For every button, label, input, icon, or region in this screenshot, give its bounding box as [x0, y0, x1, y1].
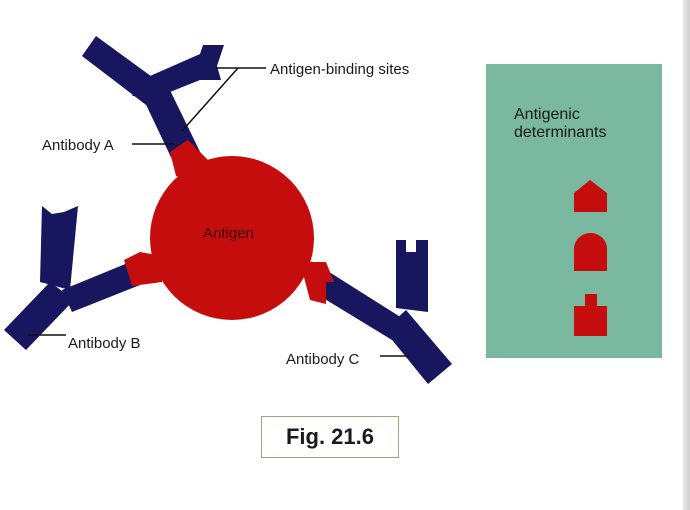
antibody-c [310, 240, 452, 384]
determinant-pointed-shape [574, 180, 607, 212]
label-antibody-a: Antibody A [42, 137, 114, 154]
panel-title-line1: Antigenic [514, 106, 580, 123]
antigen [124, 140, 334, 320]
leader-lines [28, 67, 410, 357]
antigenic-determinants-panel: Antigenic determinants [486, 64, 662, 358]
panel-title-line2: determinants [514, 124, 607, 141]
label-antibody-c: Antibody C [286, 351, 360, 368]
determinant-stepped-shape [574, 294, 607, 336]
label-antigen-binding-sites: Antigen-binding sites [270, 61, 409, 78]
antibody-b [4, 206, 140, 350]
figure-caption: Fig. 21.6 [261, 416, 399, 458]
determinant-rounded-shape [574, 233, 607, 271]
label-antigen: Antigen [203, 225, 254, 242]
window-edge [683, 0, 690, 510]
label-antibody-b: Antibody B [68, 335, 141, 352]
